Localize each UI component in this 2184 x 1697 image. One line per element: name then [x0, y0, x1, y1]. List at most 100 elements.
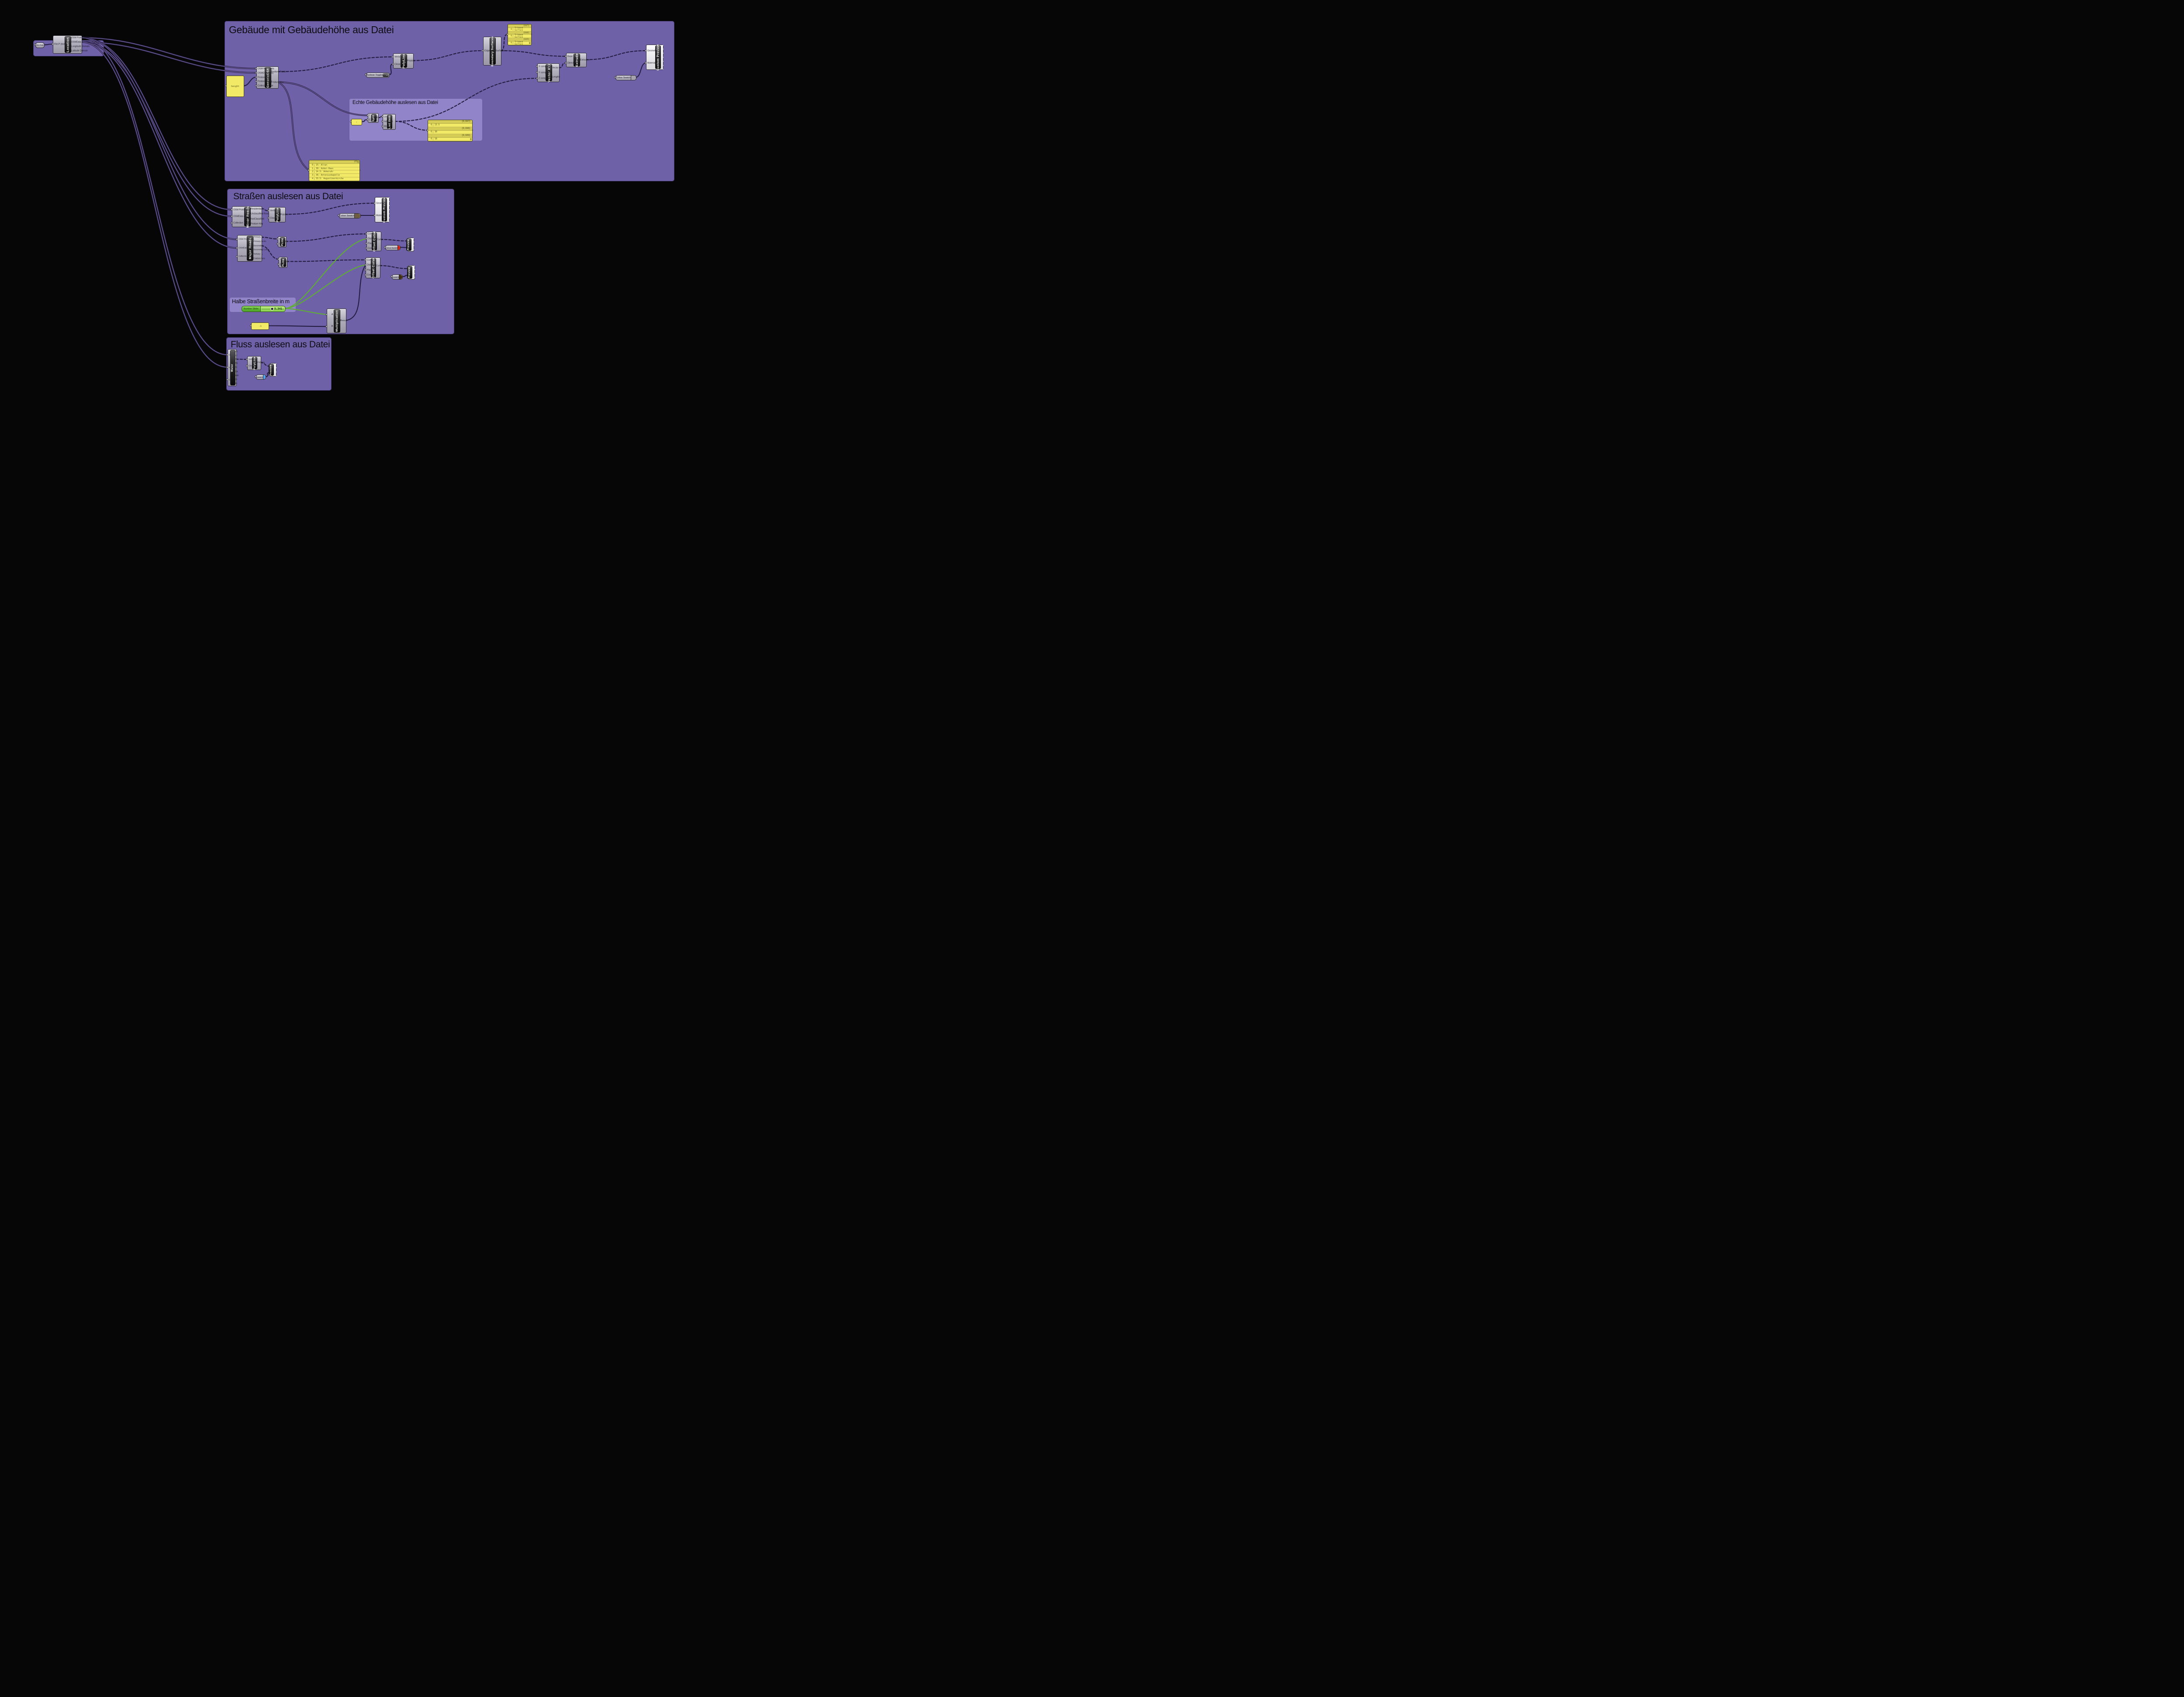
panel-trimmed-surfaces-row-0: {847}	[508, 24, 531, 28]
offset-curve-2-input-corners: Corners	[367, 274, 375, 277]
major-roads-output-primary-links: Primary Links	[253, 240, 266, 243]
water-output-s: S	[235, 366, 237, 369]
panel-height[interactable]: height	[226, 76, 244, 97]
preview-major-2-zigzag-edge	[413, 266, 415, 279]
offset-curve-2-input-plane: Plane	[367, 269, 373, 272]
polyline-river-output-polyline: Polyline	[257, 361, 265, 364]
panel-building-names-row-1-value: 15: Altan	[316, 164, 327, 166]
location-nameplate: Location	[65, 36, 71, 53]
offset-curve-1[interactable]: Offset CurveCurveDistancePlaneCornersCur…	[366, 231, 383, 252]
offset-curve-1-input-curve: Curve	[368, 232, 374, 236]
panel-height-values-row-1-value: 23.5	[435, 124, 440, 126]
list-item[interactable]: List ItemListIndexWrapi	[383, 114, 396, 130]
generic-osm-output-feature-points: Feature Points	[271, 70, 286, 73]
list-item-output-i: i	[392, 120, 393, 123]
multiplication-nameplate: Multiplication	[334, 309, 340, 332]
panel-trimmed-surfaces-scroll-nub[interactable]	[529, 42, 531, 44]
colour-swatch-buildings-color-box[interactable]	[630, 76, 636, 80]
list-item-nameplate: List Item	[387, 115, 392, 129]
panel-colon[interactable]: :	[351, 119, 362, 125]
swatch-river[interactable]: Swatch	[256, 374, 266, 380]
panel-height-values-row-2-path: {0;848}	[461, 128, 470, 130]
swatch-major-2-label: Swatch	[392, 276, 399, 278]
water-output-ri: Ri	[235, 358, 237, 360]
panel-colon-text: :	[356, 121, 358, 124]
file-path[interactable]: File Path	[35, 42, 45, 48]
major-roads-output-secondary: Secondary	[253, 245, 264, 247]
colour-swatch-minor-roads[interactable]: Colour Swatch	[339, 213, 361, 218]
number-slider-track[interactable]: 5.341	[260, 306, 285, 312]
panel-height-values-scroll-nub[interactable]	[470, 138, 472, 140]
water-output-cl: CL	[235, 350, 238, 353]
panel-height-values-row-3-value: 30	[435, 131, 437, 133]
group-fluss[interactable]: Fluss auslesen aus Datei	[226, 337, 332, 391]
panel-height-values-row-4: {0;849}	[428, 134, 472, 138]
panel-building-names-row-4-index: 3	[309, 174, 314, 177]
preview-major-2-input-m: M	[410, 274, 412, 277]
swatch-major-2[interactable]: Swatch	[392, 274, 403, 280]
generic-osm-input-osmdata-text-: OSMData (text)	[258, 72, 273, 75]
polyline-river-input-vertices: Vertices	[249, 358, 256, 361]
panel-building-names-scroll-nub[interactable]	[357, 161, 359, 163]
panel-minus-one[interactable]: -1	[251, 322, 269, 330]
multiplication-title: Multiplication	[335, 310, 339, 332]
panel-trimmed-surfaces-row-0-path: {847}	[523, 24, 529, 27]
panel-height-values-row-0-path: {0;847}	[461, 121, 470, 123]
number-slider-knob[interactable]	[270, 307, 274, 311]
minor-roads-output-unclassified-roads: Unclassified Roads	[251, 212, 270, 215]
pline-1[interactable]: PLineVCPl	[278, 236, 287, 247]
preview-river-input-g: G	[271, 365, 273, 368]
split-output-r: R	[376, 116, 378, 119]
colour-swatch-buildings[interactable]: Colour Swatch	[615, 75, 636, 80]
location-output-osmdata: OSMData	[71, 41, 81, 44]
panel-building-names-row-2-index: 1	[309, 167, 314, 170]
offset-curve-2-input-curve: Curve	[367, 259, 373, 262]
swatch-major-2-color-box[interactable]	[399, 275, 402, 279]
colour-swatch-minor-roads-color-box[interactable]	[354, 214, 360, 218]
colour-swatch-major-1-color-box[interactable]	[397, 246, 400, 250]
pline-2[interactable]: PLineVCPl	[279, 257, 288, 268]
boolean-toggle-value[interactable]: True	[382, 73, 389, 77]
extrude-output-extrusion: Extrusion	[580, 58, 590, 61]
custom-preview-buildings-zigzag-edge	[661, 45, 663, 69]
offset-curve-2[interactable]: Offset CurveCurveDistancePlaneCornersCur…	[366, 257, 382, 278]
panel-building-names-row-5-index: 4	[309, 178, 314, 180]
list-item-input-wrap: Wrap	[384, 125, 389, 128]
preview-major-1-input-g: G	[409, 239, 411, 242]
water-output-l: L	[235, 354, 237, 357]
colour-swatch-major-1[interactable]: Colour Swatch	[385, 245, 401, 250]
multiplication-input-a: A	[331, 313, 333, 316]
swatch-river-color-box[interactable]	[263, 375, 266, 379]
panel-height-values-row-2: {0;848}	[428, 127, 472, 131]
offset-curve-2-nameplate: Offset Curve	[371, 258, 376, 278]
panel-trimmed-surfaces-row-2: {848}	[508, 31, 531, 35]
panel-trimmed-surfaces-row-4-path: {849}	[523, 38, 529, 41]
